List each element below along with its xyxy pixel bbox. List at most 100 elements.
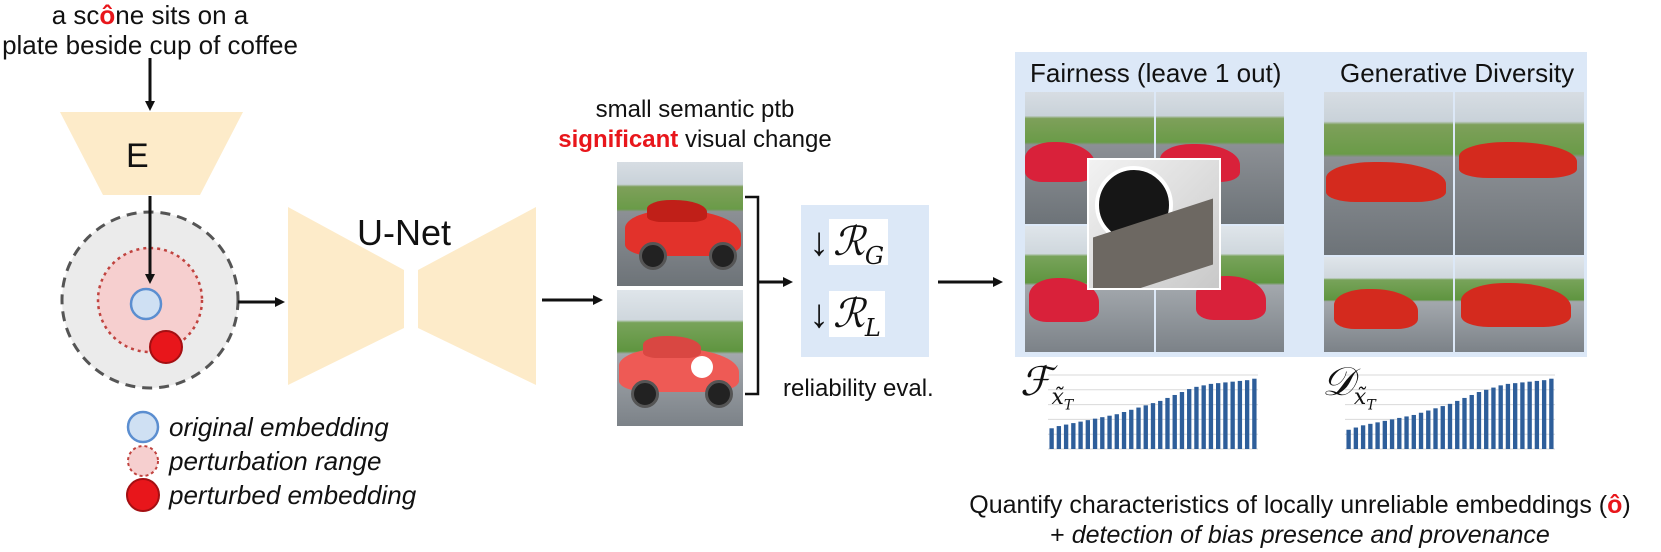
unet-label: U-Net <box>357 212 452 253</box>
diversity-bar <box>1505 383 1511 449</box>
metric-rg-symbol: ℛ <box>833 219 865 265</box>
reliability-l-row: ↓ℛL <box>809 291 885 351</box>
down-arrow-icon: ↓ <box>809 220 829 264</box>
fairness-bar <box>1194 386 1199 449</box>
diversity-image-3 <box>1324 257 1453 352</box>
diversity-bar <box>1541 380 1547 449</box>
metric-rl: ℛL <box>829 291 885 342</box>
diversity-bar <box>1389 419 1395 449</box>
diversity-bar <box>1455 400 1460 449</box>
race-car-shape <box>1461 283 1571 327</box>
generated-image-bottom <box>617 290 743 426</box>
fairness-bar <box>1114 414 1119 449</box>
car-roof <box>643 336 701 358</box>
race-car-shape <box>1459 142 1577 178</box>
fairness-bar-chart <box>1048 374 1258 450</box>
fairness-bar <box>1078 421 1083 449</box>
diversity-bar <box>1404 416 1409 449</box>
fairness-bar <box>1216 383 1221 449</box>
fairness-bar <box>1187 389 1192 449</box>
metric-rg-sub: G <box>864 242 885 270</box>
diversity-bar <box>1476 392 1482 449</box>
race-car-shape <box>1326 162 1446 202</box>
fairness-metric-symbol: ℱ <box>1020 359 1052 405</box>
fairness-bar <box>1107 415 1112 449</box>
fairness-bar <box>1244 380 1250 449</box>
diversity-metric-symbol: 𝒟 <box>1322 359 1354 405</box>
diversity-bar <box>1382 420 1387 449</box>
fairness-bar <box>1237 380 1243 449</box>
diversity-bar-chart <box>1345 374 1555 450</box>
diversity-bar <box>1368 423 1373 449</box>
fairness-bar <box>1100 417 1105 449</box>
diversity-bar <box>1447 403 1453 449</box>
diversity-bar <box>1411 414 1416 449</box>
wheel <box>631 380 659 408</box>
diversity-bar <box>1418 412 1424 449</box>
wheel <box>639 242 667 270</box>
diversity-image-1 <box>1324 92 1453 255</box>
reliability-caption: reliability eval. <box>783 375 934 402</box>
fairness-bar <box>1049 428 1054 449</box>
diversity-bar <box>1534 380 1540 449</box>
diversity-bar <box>1469 394 1474 449</box>
reliability-g-row: ↓ℛG <box>809 219 889 279</box>
fairness-title: Fairness (leave 1 out) <box>1030 58 1282 88</box>
prompt-token-highlight: ô <box>99 0 116 30</box>
significant-word: significant <box>558 126 679 153</box>
encoder-block <box>60 112 243 195</box>
unet-decoder-half <box>418 207 536 385</box>
diversity-bar <box>1491 387 1496 449</box>
fairness-bar <box>1143 405 1148 449</box>
legend-original-label: original embedding <box>169 412 389 442</box>
diversity-bar <box>1527 381 1532 449</box>
encoder-label: E <box>126 137 149 175</box>
fairness-metric-label: ℱx̃T <box>1020 360 1073 427</box>
diversity-metric-sub: x̃T <box>1353 385 1376 414</box>
legend-perturbed-label: perturbed embedding <box>169 480 417 510</box>
fairness-bar <box>1063 424 1069 449</box>
metric-rg: ℛG <box>829 219 889 270</box>
footer-token-highlight: ô <box>1607 491 1623 519</box>
generated-image-top <box>617 162 743 286</box>
diversity-bar <box>1549 378 1554 449</box>
footer-line1-a: Quantify characteristics of locally unre… <box>969 491 1608 519</box>
fairness-metric-sub: x̃T <box>1051 385 1073 413</box>
image-bracket <box>745 195 760 396</box>
prompt-line1-b: ne sits on a <box>115 0 249 30</box>
prompt-line2: plate beside cup of coffee <box>2 30 298 60</box>
diversity-bar <box>1484 389 1489 449</box>
diversity-bar <box>1346 429 1351 449</box>
diversity-metric-sub-x: x̃ <box>1353 385 1367 410</box>
original-embedding-dot <box>129 287 163 321</box>
perturbation-note-line2: visual change <box>678 126 832 153</box>
fairness-bar <box>1201 385 1206 449</box>
diversity-bar <box>1520 382 1525 449</box>
diversity-image-2 <box>1455 92 1584 255</box>
footer-line2-a: + <box>1050 521 1072 549</box>
fairness-bar <box>1158 400 1163 449</box>
wheel <box>709 242 737 270</box>
perturbation-note-line1: small semantic ptb <box>595 96 795 123</box>
race-number-roundel <box>691 356 713 378</box>
metric-rl-sub: L <box>864 314 881 342</box>
fairness-metric-sub-x: x̃ <box>1051 385 1064 410</box>
footer-line2-italic: detection of bias presence and provenanc… <box>1071 521 1550 549</box>
diversity-bar <box>1513 383 1518 449</box>
fairness-bar <box>1056 426 1062 449</box>
fairness-bar <box>1092 418 1098 449</box>
down-arrow-icon: ↓ <box>809 292 829 336</box>
perturbed-embedding-dot <box>149 330 183 364</box>
legend-range-label: perturbation range <box>169 446 382 476</box>
legend-range-icon <box>127 445 159 477</box>
diversity-metric-sub-t: T <box>1366 397 1376 414</box>
fairness-bar <box>1121 412 1127 449</box>
unet-encoder-half <box>288 207 404 385</box>
diversity-bar <box>1360 425 1366 449</box>
diversity-bar <box>1353 427 1359 449</box>
diversity-metric-label: 𝒟x̃T <box>1322 360 1376 427</box>
car-roof <box>647 200 707 222</box>
fairness-bar <box>1085 420 1090 449</box>
diversity-bar <box>1498 385 1503 449</box>
diversity-bar <box>1433 408 1438 449</box>
